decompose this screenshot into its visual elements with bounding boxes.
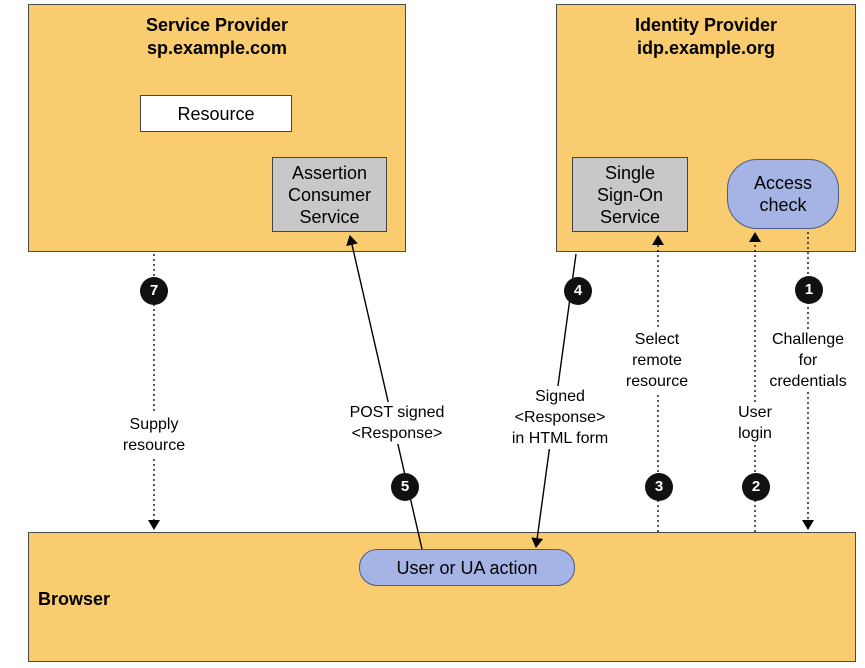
access-check-box: Access check: [727, 159, 839, 229]
step-3-label-line-3: resource: [625, 373, 689, 390]
step-4-label-line-1: Signed: [535, 388, 585, 405]
sso-line-1: Single: [604, 162, 656, 183]
sso-line-3: Service: [599, 206, 661, 227]
step-5-label-line-2: <Response>: [351, 425, 443, 442]
user-ua-action-pill: User or UA action: [359, 549, 575, 586]
step-1-label: Challenge for credentials: [760, 329, 856, 392]
step-1-badge: 1: [795, 276, 823, 304]
identity-provider-host: idp.example.org: [636, 38, 776, 58]
step-2-label: User login: [730, 402, 780, 444]
step-7-label-line-2: resource: [122, 437, 186, 454]
acs-line-3: Service: [299, 206, 360, 227]
step-3-label-line-2: remote: [632, 352, 682, 369]
step-1-label-line-2: for: [798, 352, 818, 369]
step-1-label-line-1: Challenge: [771, 331, 845, 348]
resource-box: Resource: [140, 95, 292, 132]
step-7-label-line-1: Supply: [129, 416, 179, 433]
identity-provider-title: Identity Provider idp.example.org: [556, 14, 856, 60]
acs-line-1: Assertion: [291, 162, 368, 183]
step-4-label: Signed <Response> in HTML form: [494, 386, 626, 449]
assertion-consumer-service-box: Assertion Consumer Service: [272, 157, 387, 232]
step-3-label-line-1: Select: [634, 331, 680, 348]
step-2-label-line-2: login: [738, 425, 772, 442]
step-7-badge: 7: [140, 277, 168, 305]
sso-line-2: Sign-On: [596, 184, 664, 205]
step-1-label-line-3: credentials: [769, 373, 847, 390]
user-ua-action-label: User or UA action: [396, 557, 538, 578]
service-provider-host: sp.example.com: [146, 38, 288, 58]
step-5-label-line-1: POST signed: [349, 404, 445, 421]
acs-line-2: Consumer: [287, 184, 372, 205]
arrow-step-5: [346, 235, 423, 550]
service-provider-title: Service Provider sp.example.com: [28, 14, 406, 60]
step-5-label: POST signed <Response>: [338, 402, 456, 444]
identity-provider-name: Identity Provider: [634, 15, 778, 35]
step-4-badge: 4: [564, 277, 592, 305]
step-4-label-line-3: in HTML form: [511, 430, 609, 447]
step-2-badge: 2: [742, 473, 770, 501]
step-7-label: Supply resource: [104, 414, 204, 456]
step-2-label-line-1: User: [738, 404, 772, 421]
access-check-line-2: check: [759, 195, 807, 215]
step-3-label: Select remote resource: [614, 329, 700, 392]
single-sign-on-service-box: Single Sign-On Service: [572, 157, 688, 232]
service-provider-name: Service Provider: [145, 15, 289, 35]
resource-label: Resource: [177, 103, 255, 124]
step-3-badge: 3: [645, 473, 673, 501]
access-check-line-1: Access: [753, 173, 813, 193]
browser-label: Browser: [38, 589, 111, 609]
step-5-badge: 5: [391, 473, 419, 501]
step-4-label-line-2: <Response>: [514, 409, 606, 426]
